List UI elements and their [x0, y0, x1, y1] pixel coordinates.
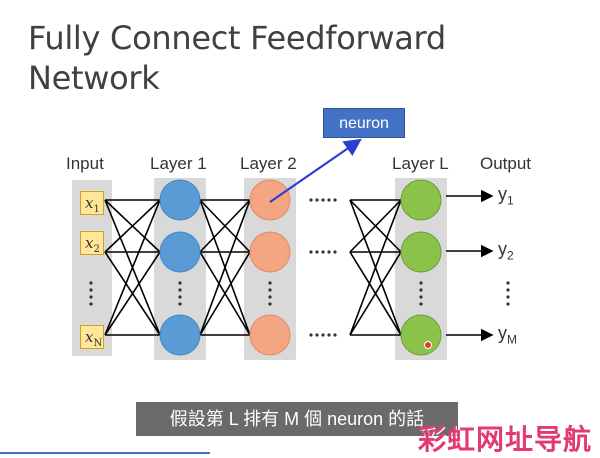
- layerL-neuron: [400, 179, 442, 221]
- video-subtitle: 假設第 L 排有 M 個 neuron 的話: [136, 402, 458, 436]
- edge-l1-l2: [199, 251, 251, 336]
- layerL-neuron: [400, 314, 442, 356]
- input-label: Input: [66, 154, 104, 173]
- output-y2: y2: [498, 239, 514, 263]
- input-vertical-dots: [89, 281, 93, 306]
- layer1-label: Layer 1: [150, 154, 207, 173]
- layerL-label: Layer L: [392, 154, 449, 173]
- layer2-label: Layer 2: [240, 154, 297, 173]
- progress-line: [0, 452, 210, 454]
- neuron-callout: neuron: [323, 108, 405, 138]
- layer2-vertical-dots: [268, 281, 272, 306]
- slide-title: Fully Connect Feedforward Network: [28, 18, 468, 98]
- pointer-dot: [424, 341, 432, 349]
- edge-input-l1: [104, 199, 161, 336]
- edge-l1-l2: [199, 199, 251, 336]
- output-vertical-dots: [506, 281, 510, 306]
- edge-into-lL: [349, 251, 402, 336]
- output-yM: yM: [498, 323, 517, 347]
- layer1-neuron: [159, 231, 201, 273]
- layer1-vertical-dots: [178, 281, 182, 306]
- layerL-vertical-dots: [419, 281, 423, 306]
- input-x1: x1: [80, 191, 104, 215]
- output-label: Output: [480, 154, 532, 173]
- layerL-neuron: [400, 231, 442, 273]
- layer2-neuron: [249, 179, 291, 221]
- output-y1: y1: [498, 184, 514, 208]
- edge-input-l1: [104, 251, 161, 336]
- edge-into-lL: [349, 199, 402, 336]
- title-line-1: Fully Connect Feedforward: [28, 19, 446, 57]
- edge-input-l1: [104, 199, 161, 253]
- layer2-neuron: [249, 231, 291, 273]
- layer2-neuron: [249, 314, 291, 356]
- layer1-neuron: [159, 179, 201, 221]
- input-x2: x2: [80, 231, 104, 255]
- input-xN: xN: [80, 325, 104, 349]
- layer1-neuron: [159, 314, 201, 356]
- edge-l1-l2: [199, 199, 251, 253]
- watermark: 彩虹网址导航: [418, 423, 593, 456]
- title-line-2: Network: [28, 59, 160, 97]
- edge-into-lL: [349, 199, 402, 253]
- callout-pointer: [269, 138, 362, 203]
- horizontal-dots: [309, 198, 337, 337]
